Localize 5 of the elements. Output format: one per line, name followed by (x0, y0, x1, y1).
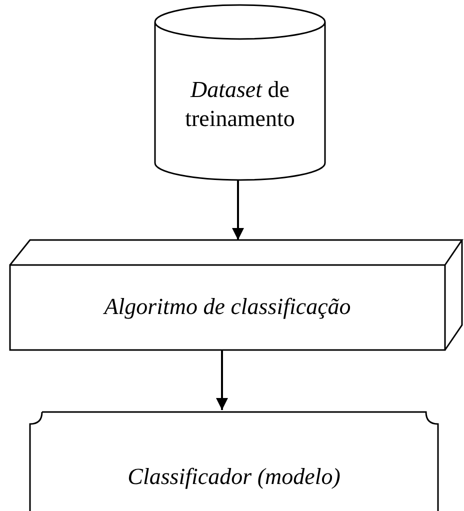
arrow (232, 180, 244, 240)
node-label: Dataset de treinamento (184, 76, 296, 133)
arrow (216, 350, 228, 410)
node-label: Algoritmo de classificação (104, 293, 351, 322)
node-label: Classificador (modelo) (128, 462, 340, 491)
